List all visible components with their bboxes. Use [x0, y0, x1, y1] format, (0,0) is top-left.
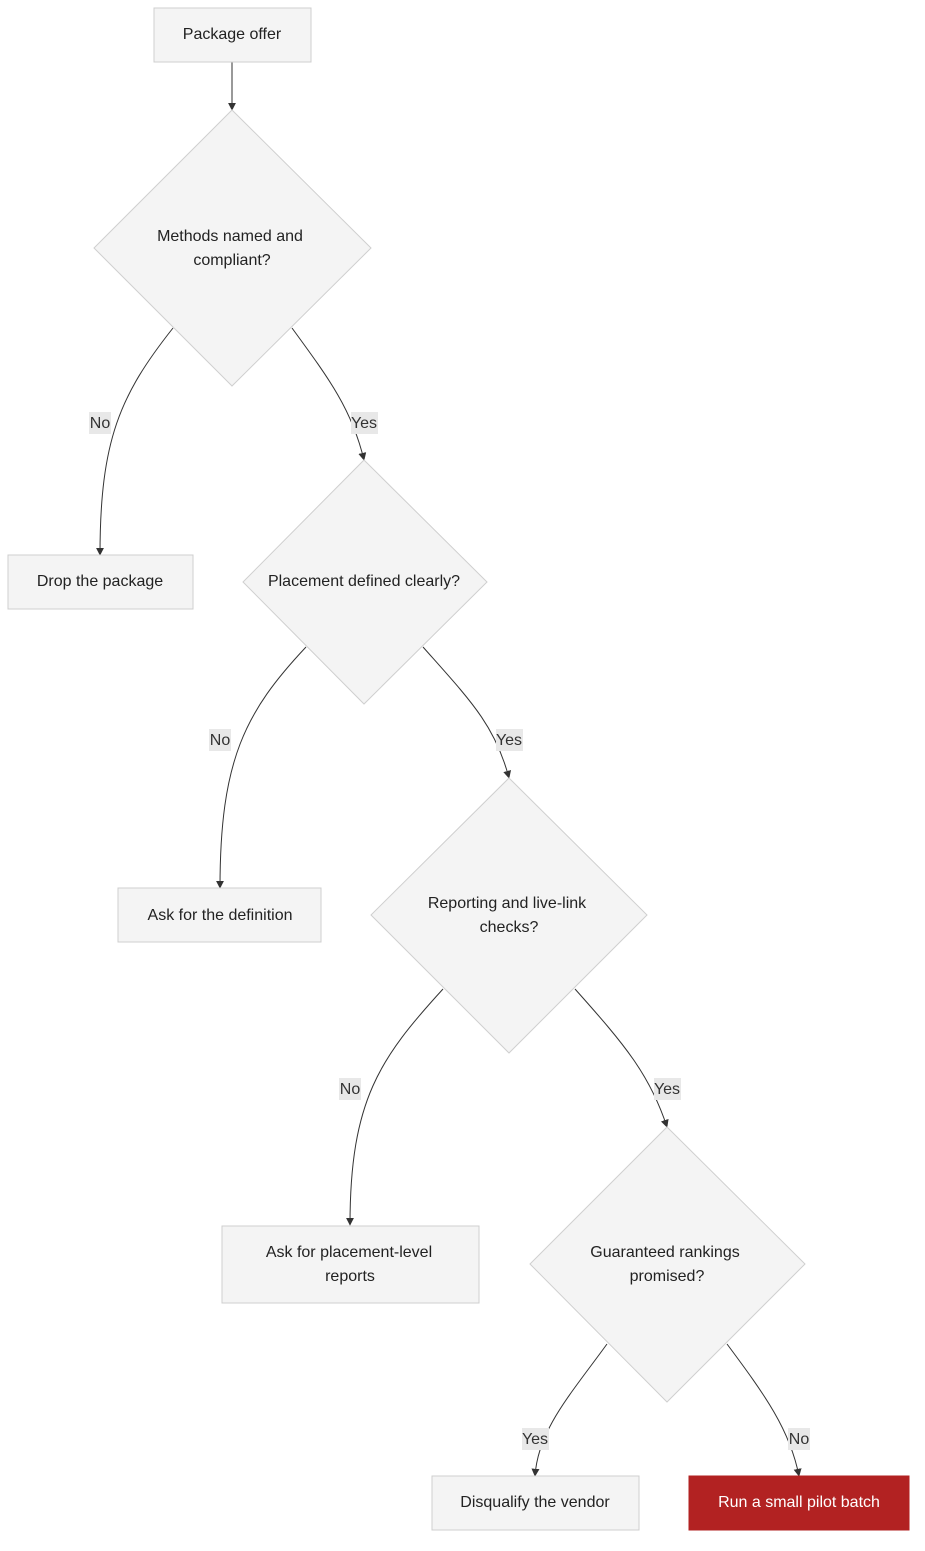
svg-text:Ask for the definition: Ask for the definition — [148, 907, 293, 924]
node-placement-question: Placement defined clearly? — [242, 459, 488, 705]
svg-text:reports: reports — [325, 1268, 375, 1285]
node-ask-reports: Ask for placement-level reports — [221, 1225, 480, 1304]
edge-placement-no — [216, 646, 307, 889]
svg-text:No: No — [210, 732, 231, 749]
edge-label-placement-yes: Yes — [496, 729, 523, 751]
svg-text:Yes: Yes — [496, 732, 522, 749]
svg-text:Ask for placement-level: Ask for placement-level — [266, 1244, 432, 1261]
edge-reporting-yes — [574, 988, 669, 1128]
svg-text:Reporting and live-link: Reporting and live-link — [428, 895, 587, 912]
svg-text:Drop the package: Drop the package — [37, 573, 163, 590]
edge-label-reporting-no: No — [339, 1078, 361, 1100]
node-drop-package: Drop the package — [7, 554, 194, 610]
node-ask-definition: Ask for the definition — [117, 887, 322, 943]
svg-text:No: No — [340, 1081, 361, 1098]
edge-label-placement-no: No — [209, 729, 231, 751]
svg-text:promised?: promised? — [630, 1268, 705, 1285]
svg-text:Disqualify the vendor: Disqualify the vendor — [460, 1494, 610, 1511]
svg-text:Placement defined clearly?: Placement defined clearly? — [268, 573, 460, 590]
node-run-pilot: Run a small pilot batch — [688, 1475, 910, 1531]
edge-rankings-no — [726, 1343, 802, 1477]
edge-reporting-no — [346, 988, 444, 1226]
svg-text:Run a small pilot batch: Run a small pilot batch — [718, 1494, 880, 1511]
edge-placement-yes — [422, 646, 512, 779]
svg-text:No: No — [789, 1431, 810, 1448]
edge-methods-yes — [291, 327, 367, 461]
svg-text:Guaranteed rankings: Guaranteed rankings — [590, 1244, 739, 1261]
node-disqualify-vendor: Disqualify the vendor — [431, 1475, 640, 1531]
edges — [96, 62, 802, 1477]
svg-text:Yes: Yes — [522, 1431, 548, 1448]
svg-text:Methods named and: Methods named and — [157, 228, 303, 245]
edge-label-rankings-no: No — [788, 1428, 810, 1450]
node-rankings-question: Guaranteed rankings promised? — [529, 1126, 806, 1403]
svg-text:checks?: checks? — [480, 919, 539, 936]
edge-label-reporting-yes: Yes — [654, 1078, 681, 1100]
node-package-offer: Package offer — [153, 7, 312, 63]
edge-labels: No Yes No Yes No Yes Yes No — [89, 412, 810, 1450]
edge-label-methods-yes: Yes — [351, 412, 378, 434]
edge-label-rankings-yes: Yes — [522, 1428, 549, 1450]
svg-text:No: No — [90, 415, 111, 432]
edge-rankings-yes — [531, 1343, 608, 1477]
edge-methods-no — [96, 327, 174, 556]
svg-text:Yes: Yes — [351, 415, 377, 432]
svg-text:compliant?: compliant? — [193, 252, 270, 269]
svg-text:Package offer: Package offer — [183, 26, 282, 43]
svg-text:Yes: Yes — [654, 1081, 680, 1098]
node-methods-question: Methods named and compliant? — [93, 109, 372, 387]
node-reporting-question: Reporting and live-link checks? — [370, 777, 648, 1054]
edge-label-methods-no: No — [89, 412, 111, 434]
